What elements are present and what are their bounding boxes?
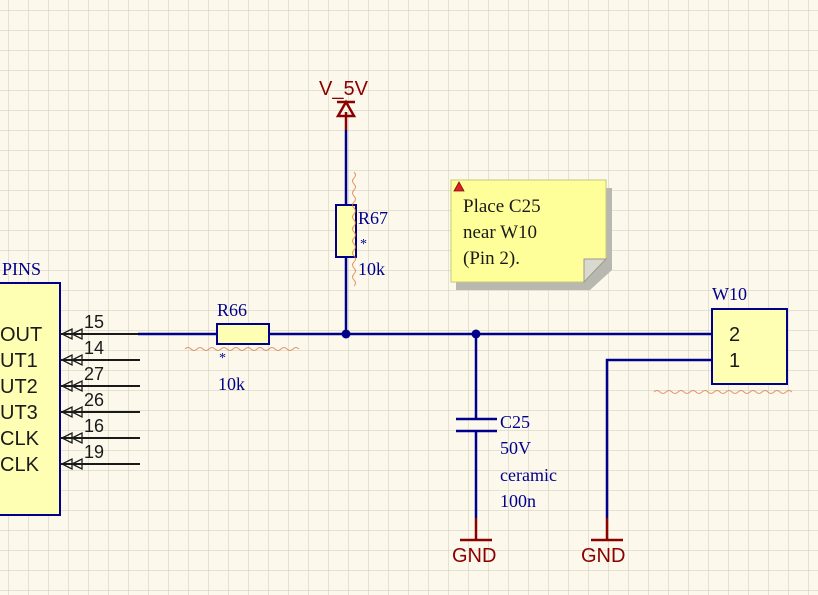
r66-designator: R66: [217, 300, 247, 320]
w10-error-squiggle: [653, 390, 793, 394]
pin-14-number: 14: [84, 338, 104, 358]
pin-19-name: CLK: [0, 454, 40, 476]
r66-error-squiggle: [184, 347, 300, 351]
pin-27-name: UT2: [0, 376, 38, 398]
pin-26-direction-icon: [60, 405, 83, 419]
pin-26-name: UT3: [0, 402, 38, 424]
resistor-r67[interactable]: R67 * 10k: [335, 171, 388, 287]
pins-connector-designator: PINS: [2, 259, 41, 279]
capacitor-c25[interactable]: C25 50V ceramic 100n: [456, 412, 557, 511]
r67-designator: R67: [358, 208, 388, 228]
ground-symbol-c25[interactable]: GND: [452, 518, 496, 567]
pin-27-number: 27: [84, 364, 104, 384]
note-fold-icon: [583, 258, 608, 284]
pin-27[interactable]: UT2 27: [0, 364, 140, 398]
pin-19[interactable]: CLK 19: [0, 442, 140, 476]
r67-body: [335, 204, 357, 258]
ground-symbol-w10[interactable]: GND: [581, 518, 625, 567]
pin-19-direction-icon: [60, 457, 83, 471]
pins-connector-body: [0, 282, 61, 516]
junction-dot: [341, 329, 351, 339]
r67-marker: *: [360, 237, 367, 252]
sticky-note[interactable]: Place C25 near W10 (Pin 2).: [450, 179, 612, 290]
power-port-v5v[interactable]: V_5V: [319, 78, 369, 130]
power-arrow-icon: [335, 99, 357, 118]
note-line: Place C25: [463, 196, 541, 217]
pin-15-name: OUT: [0, 324, 42, 346]
c25-designator: C25: [500, 412, 530, 432]
r66-marker: *: [219, 351, 226, 366]
w10-pin-1-label: 1: [729, 350, 740, 372]
c25-value: 100n: [500, 491, 536, 511]
c25-voltage: 50V: [500, 438, 531, 458]
pin-14-direction-icon: [60, 353, 83, 367]
pin-26-number: 26: [84, 390, 104, 410]
v5v-label: V_5V: [319, 78, 369, 100]
pin-15-direction-icon: [60, 327, 83, 341]
r67-value: 10k: [358, 259, 385, 279]
pin-14-name: UT1: [0, 350, 38, 372]
c25-dielectric: ceramic: [500, 465, 557, 485]
connector-w10[interactable]: W10 2 1: [653, 284, 793, 394]
junction-dot: [471, 329, 481, 339]
pin-16-direction-icon: [60, 431, 83, 445]
pins-connector[interactable]: PINS OUT 15 UT1 14 UT2 27 UT3 26: [0, 259, 140, 516]
pin-16[interactable]: CLK 16: [0, 416, 140, 450]
pin-26[interactable]: UT3 26: [0, 390, 140, 424]
r66-body: [216, 323, 270, 345]
w10-designator: W10: [712, 284, 747, 304]
pin-16-name: CLK: [0, 428, 40, 450]
resistor-r66[interactable]: R66 * 10k: [184, 300, 300, 394]
note-line: near W10: [463, 222, 537, 243]
r67-error-squiggle: [352, 171, 356, 287]
w10-body: [711, 308, 788, 385]
pin-27-direction-icon: [60, 379, 83, 393]
note-marker-icon: [453, 181, 465, 192]
w10-pin-2-label: 2: [729, 324, 740, 346]
pin-14[interactable]: UT1 14: [0, 338, 140, 372]
pin-19-number: 19: [84, 442, 104, 462]
pin-15[interactable]: OUT 15: [0, 312, 138, 346]
r66-value: 10k: [218, 374, 245, 394]
wire-w10-pin1-to-gnd[interactable]: [605, 358, 712, 518]
pin-15-number: 15: [84, 312, 104, 332]
pin-16-number: 16: [84, 416, 104, 436]
gnd-label: GND: [452, 545, 496, 567]
note-line: (Pin 2).: [463, 248, 520, 269]
gnd-label: GND: [581, 545, 625, 567]
